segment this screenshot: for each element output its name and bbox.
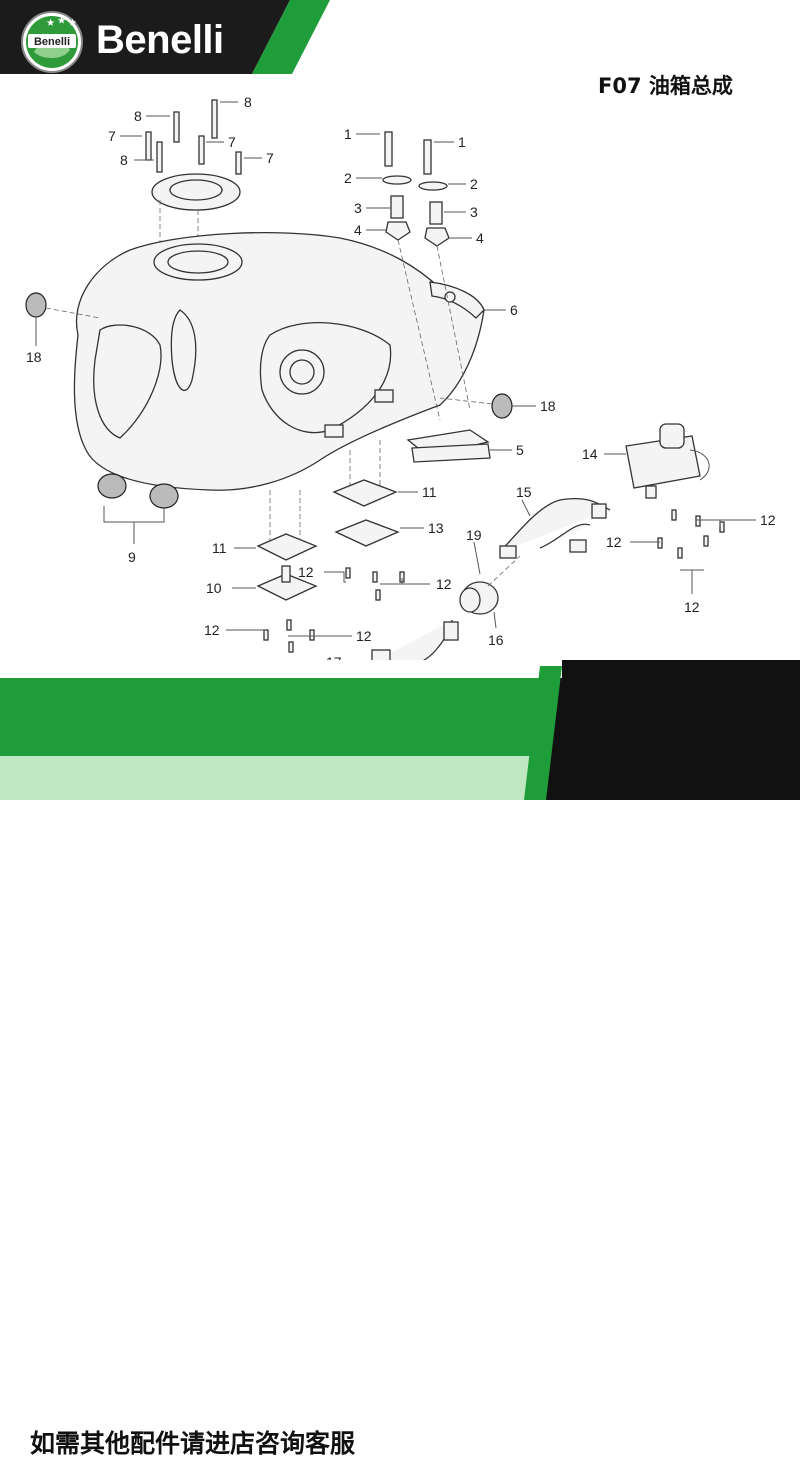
label-p13: 13 — [428, 520, 444, 536]
store-name-line2: 安徽店 — [624, 1395, 739, 1439]
label-p10: 10 — [206, 580, 222, 596]
label-p12g: 12 — [684, 599, 700, 615]
label-p12d: 12 — [356, 628, 372, 644]
fuel-tank-exploded-diagram: .ln { stroke:#555; stroke-width:1; fill:… — [25, 94, 776, 660]
fuel-pump-unit — [625, 423, 710, 499]
brand-name: Benelli — [96, 18, 224, 62]
grommets — [97, 473, 179, 544]
label-p17: 17 — [326, 654, 342, 660]
label-p12f: 12 — [760, 512, 776, 528]
contact-notice: 如需其他配件请进店咨询客服 — [30, 1429, 356, 1458]
label-p14: 14 — [582, 446, 598, 462]
label-p4a: 4 — [354, 222, 362, 238]
fuel-filler-cap — [151, 173, 241, 258]
label-p18a: 18 — [26, 349, 42, 365]
rubber-bumpers — [25, 292, 513, 419]
footer-background — [0, 660, 800, 800]
mounting-bolts-1-4 — [382, 131, 471, 421]
label-p3b: 3 — [470, 204, 478, 220]
label-p3a: 3 — [354, 200, 362, 216]
label-p9: 9 — [128, 549, 136, 565]
label-p7c: 7 — [266, 150, 274, 166]
fuel-pump-plates — [256, 440, 400, 601]
label-p5: 5 — [516, 442, 524, 458]
slogan-text: 实体店铺 品质保障 — [14, 1360, 391, 1410]
store-name-line1: 钱江摩托 — [605, 1345, 758, 1389]
label-p1a: 1 — [344, 126, 352, 142]
label-p8c: 8 — [120, 152, 128, 168]
label-p2a: 2 — [344, 170, 352, 186]
label-p8a: 8 — [134, 108, 142, 124]
callout-labels: 8 8 7 7 8 7 1 1 2 2 3 3 4 4 6 18 18 5 14… — [26, 94, 776, 660]
page-title: F07 油箱总成 — [598, 74, 733, 98]
fuel-filter — [459, 555, 521, 615]
header-background: Benelli — [0, 0, 330, 74]
label-p11a: 11 — [422, 484, 437, 500]
label-p12c: 12 — [204, 622, 220, 638]
logo-badge-text: Benelli — [34, 36, 70, 48]
label-p16: 16 — [488, 632, 504, 648]
benelli-lion-logo-icon: Benelli — [21, 11, 83, 73]
bolt-group-7-8 — [145, 99, 242, 175]
label-p12e: 12 — [606, 534, 622, 550]
fuel-tank-body — [73, 232, 485, 491]
label-p2b: 2 — [470, 176, 478, 192]
label-p4b: 4 — [476, 230, 484, 246]
label-p6: 6 — [510, 302, 518, 318]
footer-banner: 实体店铺 品质保障 钱江摩托 安徽店 如需其他配件请进店咨询客服 — [0, 660, 800, 1458]
label-p15: 15 — [516, 484, 532, 500]
rubber-bracket — [406, 429, 491, 463]
fuel-hoses — [371, 498, 611, 660]
label-p1b: 1 — [458, 134, 466, 150]
label-p12b: 12 — [436, 576, 452, 592]
label-p18b: 18 — [540, 398, 556, 414]
label-p8b: 8 — [244, 94, 252, 110]
small-screws — [263, 509, 725, 653]
label-p7a: 7 — [108, 128, 116, 144]
label-p12a: 12 — [298, 564, 314, 580]
label-p7b: 7 — [228, 134, 236, 150]
label-p19: 19 — [466, 527, 482, 543]
label-p11b: 11 — [212, 540, 227, 556]
header-banner: Benelli Benelli F07 油箱总成 — [0, 0, 800, 98]
